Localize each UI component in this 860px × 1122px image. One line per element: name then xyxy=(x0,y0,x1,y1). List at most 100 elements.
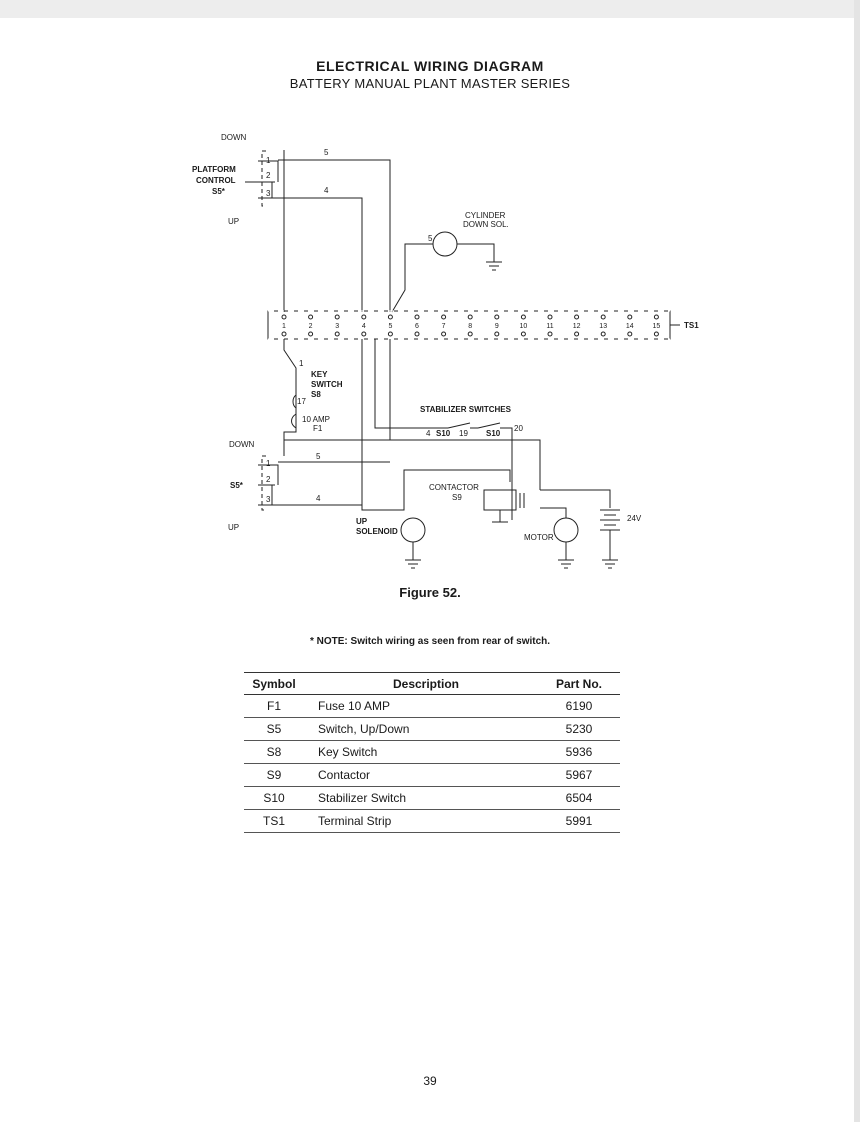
parts-table: Symbol Description Part No. F1 Fuse 10 A… xyxy=(244,672,620,833)
row-description: Key Switch xyxy=(304,740,538,764)
page-title: ELECTRICAL WIRING DIAGRAM xyxy=(316,58,544,74)
diagram-labels: DOWN UP PLATFORM CONTROL S5* CYLINDER DO… xyxy=(192,133,699,542)
key-switch-contact xyxy=(292,394,297,409)
table-row: TS1 Terminal Strip 5991 xyxy=(244,809,620,833)
wire-key-chain xyxy=(283,339,541,490)
wire-num-stab-19: 19 xyxy=(459,429,468,438)
wire-cylinder-5 xyxy=(391,243,433,313)
wire-num-cyl-5: 5 xyxy=(428,234,433,243)
cylinder-label-2: DOWN SOL. xyxy=(463,220,509,229)
up-solenoid-label-1: UP xyxy=(356,517,368,526)
page-subtitle: BATTERY MANUAL PLANT MASTER SERIES xyxy=(289,76,571,91)
terminal-top-dot xyxy=(281,314,287,320)
row-symbol: S8 xyxy=(244,740,304,764)
table-row: S9 Contactor 5967 xyxy=(244,763,620,787)
terminal-bottom-dot xyxy=(414,331,420,337)
up-solenoid-ground xyxy=(405,542,421,569)
terminal-top-dot xyxy=(334,314,340,320)
bottom-switch-pos-1: 1 xyxy=(266,459,271,468)
cylinder-ground-symbol xyxy=(486,261,502,271)
row-part-no: 6504 xyxy=(538,786,620,810)
contactor-ground xyxy=(492,510,508,523)
row-part-no: 5967 xyxy=(538,763,620,787)
row-symbol: TS1 xyxy=(244,809,304,833)
terminal-bottom-dot xyxy=(520,331,526,337)
wire-num-bot-4: 4 xyxy=(316,494,321,503)
fuse-label-2: F1 xyxy=(313,424,323,433)
key-label-3: S8 xyxy=(311,390,321,399)
terminal-bottom-dot xyxy=(387,331,393,337)
terminal-number: 7 xyxy=(442,323,446,330)
battery-ground xyxy=(602,530,618,569)
bottom-switch-pos-3: 3 xyxy=(266,495,271,504)
terminal-number: 2 xyxy=(309,323,313,330)
motor-label: MOTOR xyxy=(524,533,554,542)
terminal-top-dot xyxy=(574,314,580,320)
terminal-number: 6 xyxy=(415,323,419,330)
wire-motor-battery-top xyxy=(540,489,611,508)
terminal-bottom-dot xyxy=(494,331,500,337)
wire-top-5 xyxy=(278,159,391,312)
terminal-number: 5 xyxy=(388,323,392,330)
terminal-bottom-dot xyxy=(600,331,606,337)
terminal-top-dot xyxy=(494,314,500,320)
up-solenoid-label-2: SOLENOID xyxy=(356,527,398,536)
platform-label-3: S5* xyxy=(212,187,226,196)
header-symbol: Symbol xyxy=(244,672,304,695)
terminal-bottom-dot xyxy=(441,331,447,337)
wiring-diagram: DOWN UP PLATFORM CONTROL S5* CYLINDER DO… xyxy=(192,133,699,569)
table-row: F1 Fuse 10 AMP 6190 xyxy=(244,694,620,718)
terminal-top-dot xyxy=(308,314,314,320)
figure-caption: Figure 52. xyxy=(399,585,461,600)
bottom-switch-bracket xyxy=(261,455,266,511)
wire-num-key-1: 1 xyxy=(299,359,304,368)
terminal-top-dot xyxy=(653,314,659,320)
stabilizer-label: STABILIZER SWITCHES xyxy=(420,405,512,414)
wire-to-motor xyxy=(540,507,567,518)
scan-right-edge xyxy=(854,0,860,1122)
row-part-no: 6190 xyxy=(538,694,620,718)
terminal-bottom-dot xyxy=(361,331,367,337)
header-part-no: Part No. xyxy=(538,672,620,695)
terminal-top-dot xyxy=(441,314,447,320)
terminal-number: 11 xyxy=(546,323,553,330)
terminal-number: 9 xyxy=(495,323,499,330)
row-part-no: 5991 xyxy=(538,809,620,833)
row-description: Switch, Up/Down xyxy=(304,717,538,741)
top-switch-pos-3: 3 xyxy=(266,189,271,198)
top-switch-bracket xyxy=(261,150,266,207)
wire-num-top-4: 4 xyxy=(324,186,329,195)
terminal-number: 4 xyxy=(362,323,366,330)
terminal-bottom-dot xyxy=(653,331,659,337)
terminal-number: 8 xyxy=(468,323,472,330)
contactor-body xyxy=(483,489,517,511)
wire-num-top-5: 5 xyxy=(324,148,329,157)
terminal-top-dot xyxy=(627,314,633,320)
wire-top-4 xyxy=(272,197,363,312)
terminal-bottom-dot xyxy=(334,331,340,337)
row-symbol: S5 xyxy=(244,717,304,741)
platform-label-1: PLATFORM xyxy=(192,165,236,174)
terminal-bottom-dot xyxy=(547,331,553,337)
terminal-number: 14 xyxy=(626,323,634,330)
row-description: Contactor xyxy=(304,763,538,787)
scan-top-band xyxy=(0,0,860,18)
table-row: S10 Stabilizer Switch 6504 xyxy=(244,786,620,810)
header: ELECTRICAL WIRING DIAGRAM BATTERY MANUAL… xyxy=(0,57,860,93)
terminal-number: 1 xyxy=(282,323,286,330)
stabilizer-switches xyxy=(424,422,513,520)
terminal-bottom-dot xyxy=(308,331,314,337)
row-description: Fuse 10 AMP xyxy=(304,694,538,718)
wire-4-to-stabilizer xyxy=(374,339,424,429)
terminal-bottom-dot xyxy=(281,331,287,337)
switch-note: * NOTE: Switch wiring as seen from rear … xyxy=(309,636,551,647)
row-symbol: S9 xyxy=(244,763,304,787)
terminal-number: 13 xyxy=(599,323,607,330)
page-number: 39 xyxy=(423,1074,437,1088)
terminal-top-dot xyxy=(387,314,393,320)
terminal-top-dot xyxy=(520,314,526,320)
table-row: S8 Key Switch 5936 xyxy=(244,740,620,764)
row-symbol: S10 xyxy=(244,786,304,810)
header-description: Description xyxy=(304,672,538,695)
